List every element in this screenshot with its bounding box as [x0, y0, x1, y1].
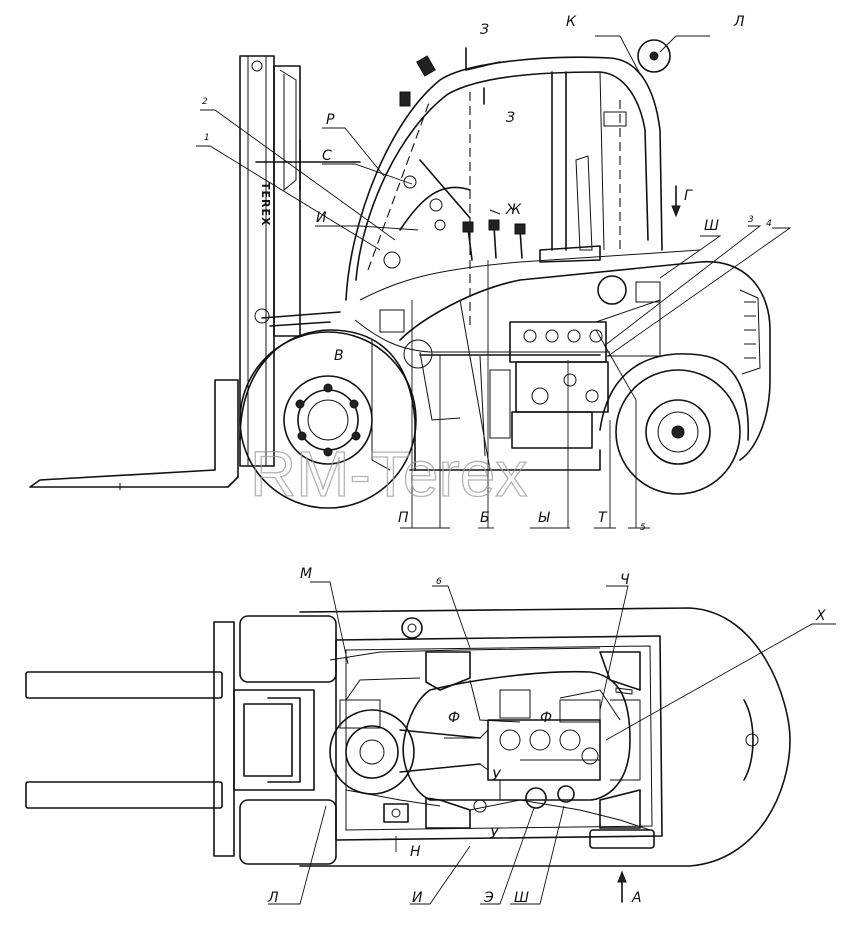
label-m: М: [300, 566, 312, 582]
label-v: В: [334, 348, 344, 364]
label-1: 1: [204, 133, 210, 143]
forks-top: [25, 621, 235, 857]
cabin: [345, 39, 671, 330]
top-leaders: [268, 581, 836, 905]
wiring-top: [329, 647, 651, 831]
mast-brand-label: TEREX: [259, 182, 272, 226]
label-pe: П: [398, 510, 409, 526]
label-u-upper: У: [492, 768, 502, 784]
label-i-top: И: [412, 890, 423, 906]
front-wheel: [239, 329, 417, 509]
label-u-lower: У: [490, 826, 500, 842]
label-e: Э: [483, 890, 494, 906]
top-view: М 6 Ч Х Ф Ф У У Н Л И Э Ш А: [25, 566, 836, 906]
wiring-side: [354, 249, 701, 471]
label-f-right: Ф: [540, 710, 552, 726]
label-g: Г: [684, 188, 693, 204]
label-p: Р: [326, 112, 335, 128]
engine-block: [489, 275, 661, 449]
label-a: А: [631, 890, 642, 906]
label-n: Н: [410, 844, 421, 860]
label-z-lower: З: [506, 110, 515, 126]
chassis-top: [299, 607, 791, 867]
forks-side: [29, 379, 239, 490]
rear-wheel: [599, 353, 750, 495]
side-view: TEREX: [29, 14, 792, 533]
label-b: Б: [480, 510, 490, 526]
label-sh-top: Ш: [514, 890, 529, 906]
label-s: С: [322, 148, 332, 164]
label-sh-side: Ш: [704, 218, 719, 234]
label-5: 5: [640, 523, 646, 533]
label-zh: Ж: [505, 202, 522, 218]
wheel-wells-top: [383, 617, 655, 849]
label-6: 6: [436, 577, 442, 587]
mast: TEREX: [239, 55, 361, 467]
section-marks: [465, 47, 681, 218]
side-leaders: [196, 35, 792, 529]
label-ch: Ч: [620, 572, 630, 588]
label-z-upper: З: [480, 22, 489, 38]
label-l-top: Л: [267, 890, 279, 906]
label-k: К: [566, 14, 577, 30]
drive-axle-top: [329, 699, 489, 795]
label-t: Т: [598, 510, 608, 526]
label-y: Ы: [538, 510, 550, 526]
label-i-side: И: [316, 210, 327, 226]
label-f-left: Ф: [448, 710, 460, 726]
arrow-a: [617, 870, 627, 903]
label-l-side: Л: [733, 14, 745, 30]
label-2: 2: [202, 97, 208, 107]
label-kh: Х: [815, 608, 826, 624]
watermark: RM-Terex: [250, 438, 527, 510]
label-4: 4: [766, 219, 772, 229]
label-3: 3: [748, 215, 754, 225]
